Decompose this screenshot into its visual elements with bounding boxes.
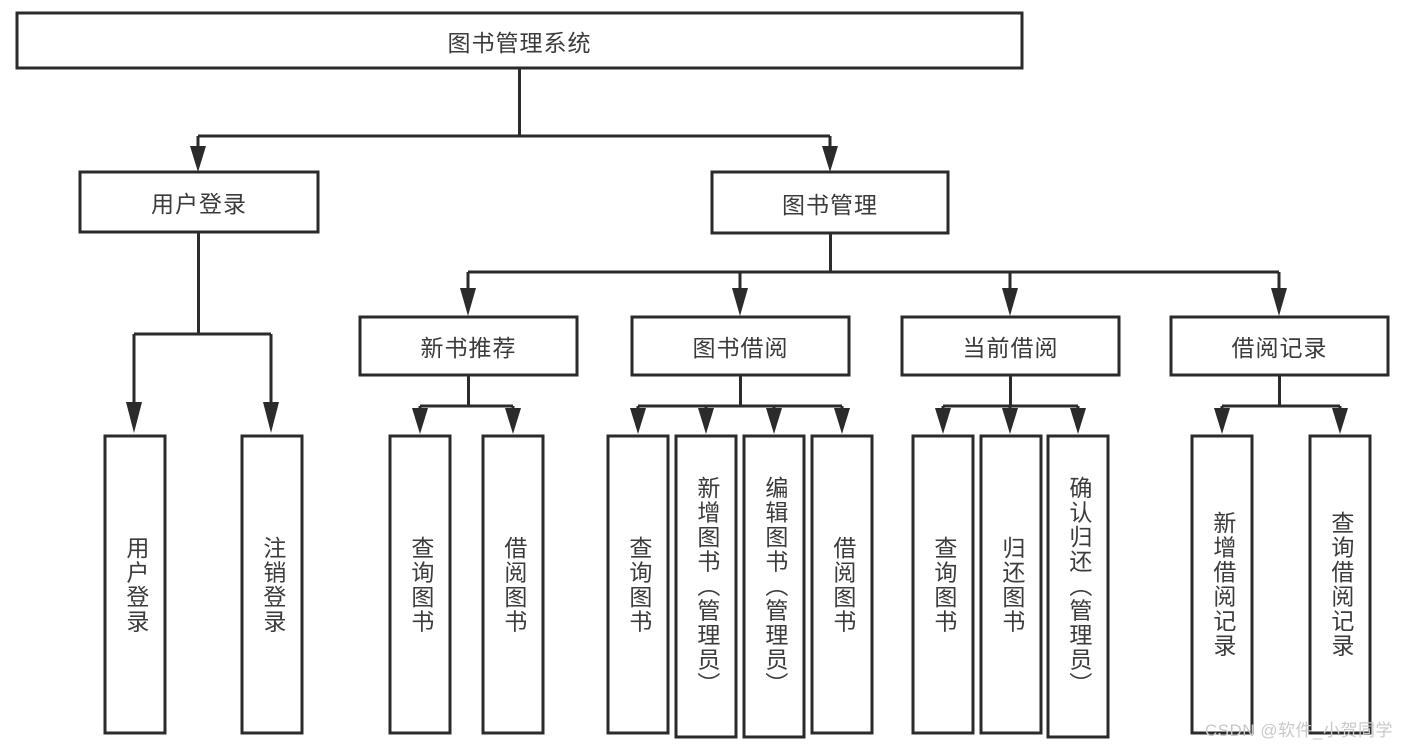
arrow-head-book-borrow	[732, 288, 748, 316]
arrow-head-leaf-edit-book	[766, 408, 782, 434]
node-leaf-query-record-box[interactable]	[1308, 434, 1372, 735]
node-leaf-add-record-box[interactable]	[1190, 434, 1254, 735]
arrow-head-leaf-query-book-2	[630, 408, 646, 434]
node-leaf-confirm-return-box[interactable]	[1046, 434, 1110, 739]
arrow-head-leaf-query-book-3	[935, 408, 951, 434]
node-leaf-borrow-book-1-box[interactable]	[481, 434, 545, 735]
arrow-head-user-login	[190, 146, 206, 172]
arrow-head-leaf-query-book-1	[412, 408, 428, 434]
node-user-login-box[interactable]	[78, 170, 320, 234]
arrow-head-book-management	[822, 146, 838, 172]
node-book-borrow-box[interactable]	[630, 315, 851, 377]
node-leaf-borrow-book-2-box[interactable]	[810, 434, 874, 735]
arrow-head-borrow-record	[1271, 288, 1287, 316]
node-leaf-query-book-2-box[interactable]	[606, 434, 670, 735]
node-borrow-record-box[interactable]	[1169, 315, 1390, 377]
arrow-head-leaf-user-login	[126, 402, 142, 433]
node-root-box[interactable]	[15, 11, 1024, 70]
arrow-head-leaf-return-book	[1002, 408, 1018, 434]
node-leaf-user-login-box[interactable]	[103, 434, 167, 735]
node-leaf-logout-login-box[interactable]	[240, 434, 304, 735]
arrow-head-leaf-confirm-return	[1070, 408, 1086, 434]
arrow-head-current-borrow	[1002, 288, 1018, 316]
node-leaf-query-book-3-box[interactable]	[911, 434, 975, 735]
arrow-head-new-book-recommend	[460, 288, 476, 316]
node-leaf-add-book-box[interactable]	[674, 434, 738, 739]
node-current-borrow-box[interactable]	[900, 315, 1121, 377]
node-leaf-query-book-1-box[interactable]	[388, 434, 452, 735]
arrow-head-leaf-logout-login	[263, 402, 279, 433]
arrow-head-leaf-borrow-book-2	[834, 408, 850, 434]
node-new-book-recommend-box[interactable]	[358, 315, 579, 377]
node-leaf-return-book-box[interactable]	[979, 434, 1043, 735]
arrow-head-leaf-add-book	[698, 408, 714, 434]
arrow-head-leaf-borrow-book-1	[505, 408, 521, 434]
node-book-management-box[interactable]	[710, 170, 950, 235]
node-leaf-edit-book-box[interactable]	[742, 434, 806, 739]
arrow-head-leaf-query-record	[1332, 408, 1348, 434]
arrow-head-leaf-add-record	[1214, 408, 1230, 434]
